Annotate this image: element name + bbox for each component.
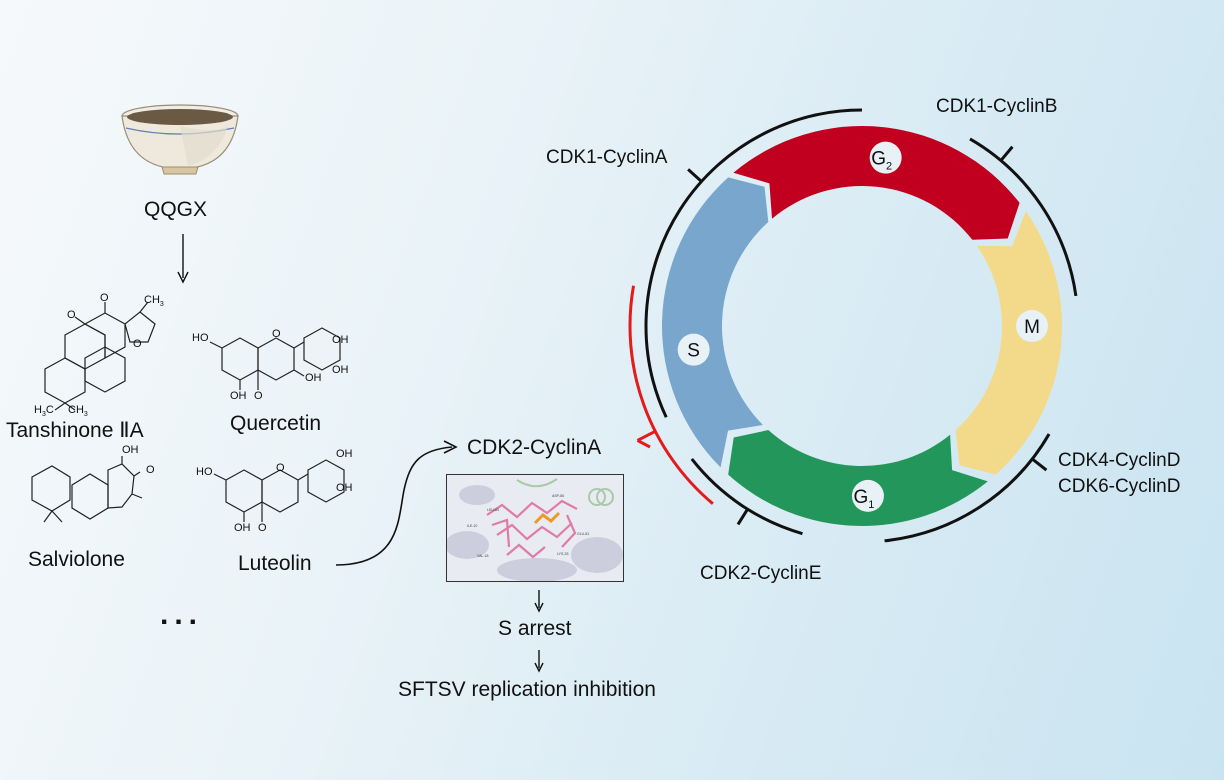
compound-label-salviolone: Salviolone — [28, 548, 125, 571]
activity-tick-cdk1-cyclina — [687, 168, 703, 183]
complex-label-cdk1-cyclinb: CDK1-CyclinB — [936, 96, 1058, 117]
svg-text:LYS-33: LYS-33 — [557, 552, 568, 556]
phase-segment-g2 — [733, 126, 1020, 240]
svg-text:VAL-18: VAL-18 — [477, 554, 488, 558]
phase-badge-g1 — [851, 479, 884, 512]
salviolone-structure: OH O — [22, 444, 155, 532]
phase-badge-m — [1016, 310, 1048, 342]
phase-badge-g2 — [869, 141, 902, 174]
activity-arc-cdk46-cyclind — [884, 433, 1051, 543]
activity-arc-cdk2-cycline — [690, 458, 803, 536]
phase-segment-s — [661, 177, 769, 468]
luteolin-structure: HO O OH OH OH O — [196, 448, 353, 534]
svg-text:ILE-10: ILE-10 — [467, 524, 477, 528]
activity-arc-cdk1-cyclina — [644, 108, 863, 418]
complex-label-cdk6-cyclind: CDK6-CyclinD — [1058, 476, 1181, 497]
activity-tick-cdk46-cyclind — [1031, 457, 1048, 472]
compound-label-quercetin: Quercetin — [230, 412, 322, 435]
compound-label-luteolin: Luteolin — [238, 552, 312, 575]
tanshinone-iia-structure: O O CH3 O H3C CH3 — [34, 292, 164, 419]
phase-segment-g1 — [728, 430, 988, 526]
herbal-bowl-icon — [118, 104, 242, 176]
outcome-s-arrest: S arrest — [498, 617, 572, 640]
svg-text:GLU-81: GLU-81 — [577, 532, 589, 536]
phase-label-m: M — [1024, 317, 1040, 338]
quercetin-structure: HO O OH OH OH OH O — [192, 327, 349, 402]
complex-label-cdk4-cyclind: CDK4-CyclinD — [1058, 450, 1181, 471]
more-compounds-ellipsis: ... — [160, 598, 204, 631]
source-label: QQGX — [144, 198, 208, 221]
activity-arc-cdk1-cyclinb — [969, 137, 1078, 297]
inhibition-arc-cdk2-cyclina — [628, 285, 714, 505]
compound-label-tanshinone: Tanshinone ⅡA — [6, 419, 144, 442]
target-label: CDK2-CyclinA — [467, 436, 602, 459]
inhibition-connector — [636, 439, 651, 449]
complex-label-cdk2-cycline: CDK2-CyclinE — [700, 563, 822, 584]
phase-segment-m — [955, 211, 1062, 475]
activity-tick-cdk1-cyclinb — [999, 145, 1014, 162]
phase-label-s: S — [687, 341, 700, 362]
svg-text:ASP-86: ASP-86 — [552, 494, 564, 498]
complex-label-cdk1-cyclina: CDK1-CyclinA — [546, 147, 668, 168]
svg-text:LEU-83: LEU-83 — [487, 508, 499, 512]
activity-tick-cdk2-cycline — [736, 508, 749, 526]
phase-badge-s — [677, 333, 710, 366]
inhibition-tick-cdk2-cyclina — [636, 429, 656, 442]
outcome-sftsv-inhibition: SFTSV replication inhibition — [398, 678, 656, 701]
